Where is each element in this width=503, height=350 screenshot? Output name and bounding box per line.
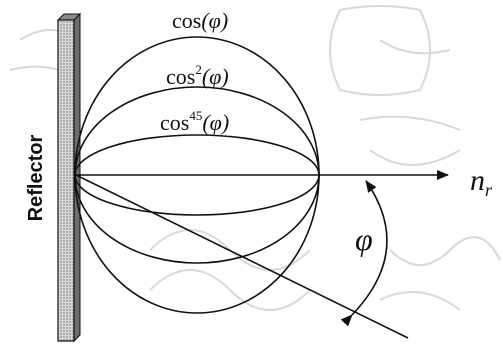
cos45-label: cos45(φ): [160, 108, 229, 135]
normal-axis-label: nr: [470, 164, 493, 200]
watermark-ornament: [9, 5, 501, 311]
reflector-bar: [56, 12, 82, 343]
angle-label: φ: [355, 221, 373, 257]
angle-arc: [340, 180, 388, 327]
reflector-label: Reflector: [25, 134, 47, 221]
cos2-label: cos2(φ): [166, 62, 229, 89]
cos-label: cos(φ): [172, 8, 228, 33]
